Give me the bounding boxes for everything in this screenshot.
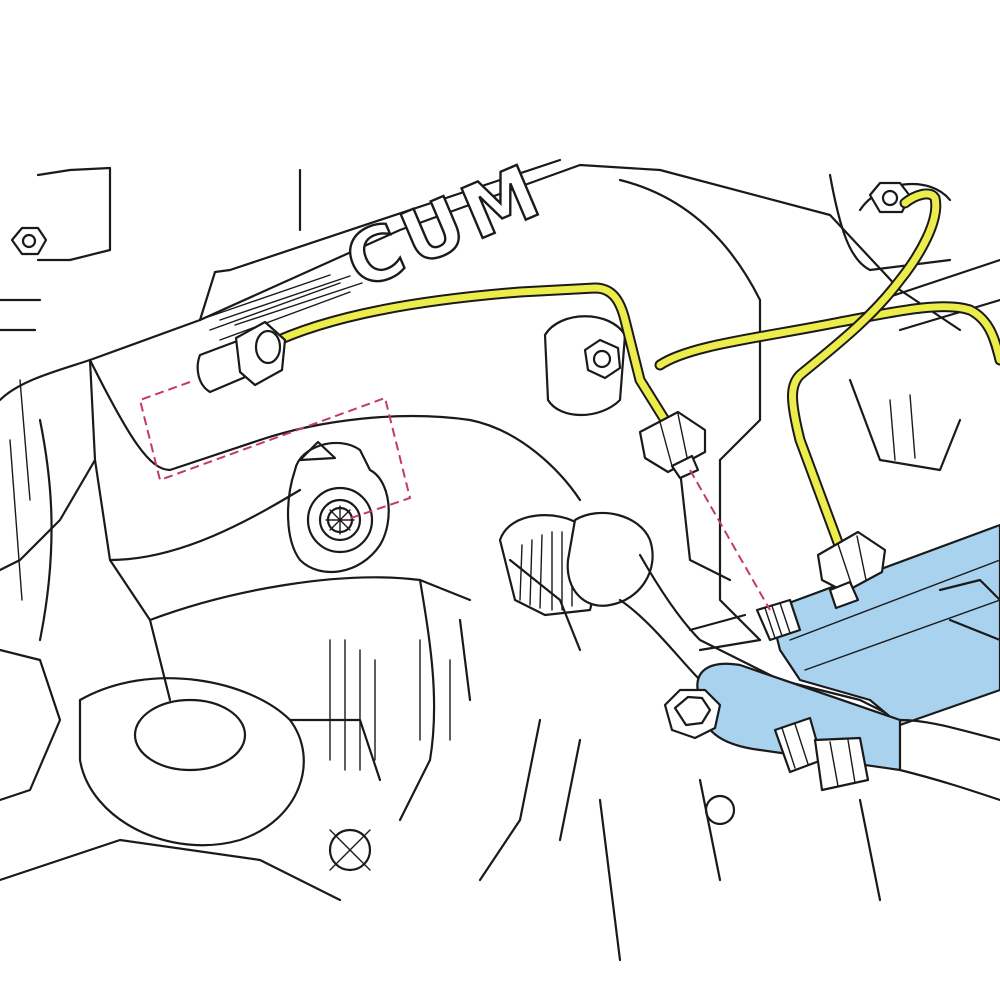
fuel-lines: [262, 188, 1000, 554]
nut-fitting-icon: [638, 410, 707, 480]
left-injector-fitting: [196, 320, 287, 394]
central-hub: [287, 440, 390, 574]
hex-bolt-icon: [10, 226, 48, 256]
brand-lettering: CUM: [332, 146, 558, 308]
rail-nut-fitting: [816, 530, 887, 610]
brand-text: CUM: [333, 147, 556, 307]
middle-hex-bolt-icon: [543, 315, 627, 417]
lower-hex-bolt-icon: [663, 688, 722, 740]
right-upper-parts: [828, 173, 1000, 472]
lower-fitting-right: [813, 736, 870, 792]
valve-cover: [88, 158, 962, 472]
lower-fitting-left: [773, 716, 824, 774]
callout-box: [138, 381, 771, 611]
cylinder-head: [0, 414, 582, 902]
gear-icon: [325, 505, 355, 535]
pump-body: [498, 458, 902, 722]
lower-right-pipes: [328, 578, 1000, 962]
engine-block-left: [0, 166, 302, 802]
